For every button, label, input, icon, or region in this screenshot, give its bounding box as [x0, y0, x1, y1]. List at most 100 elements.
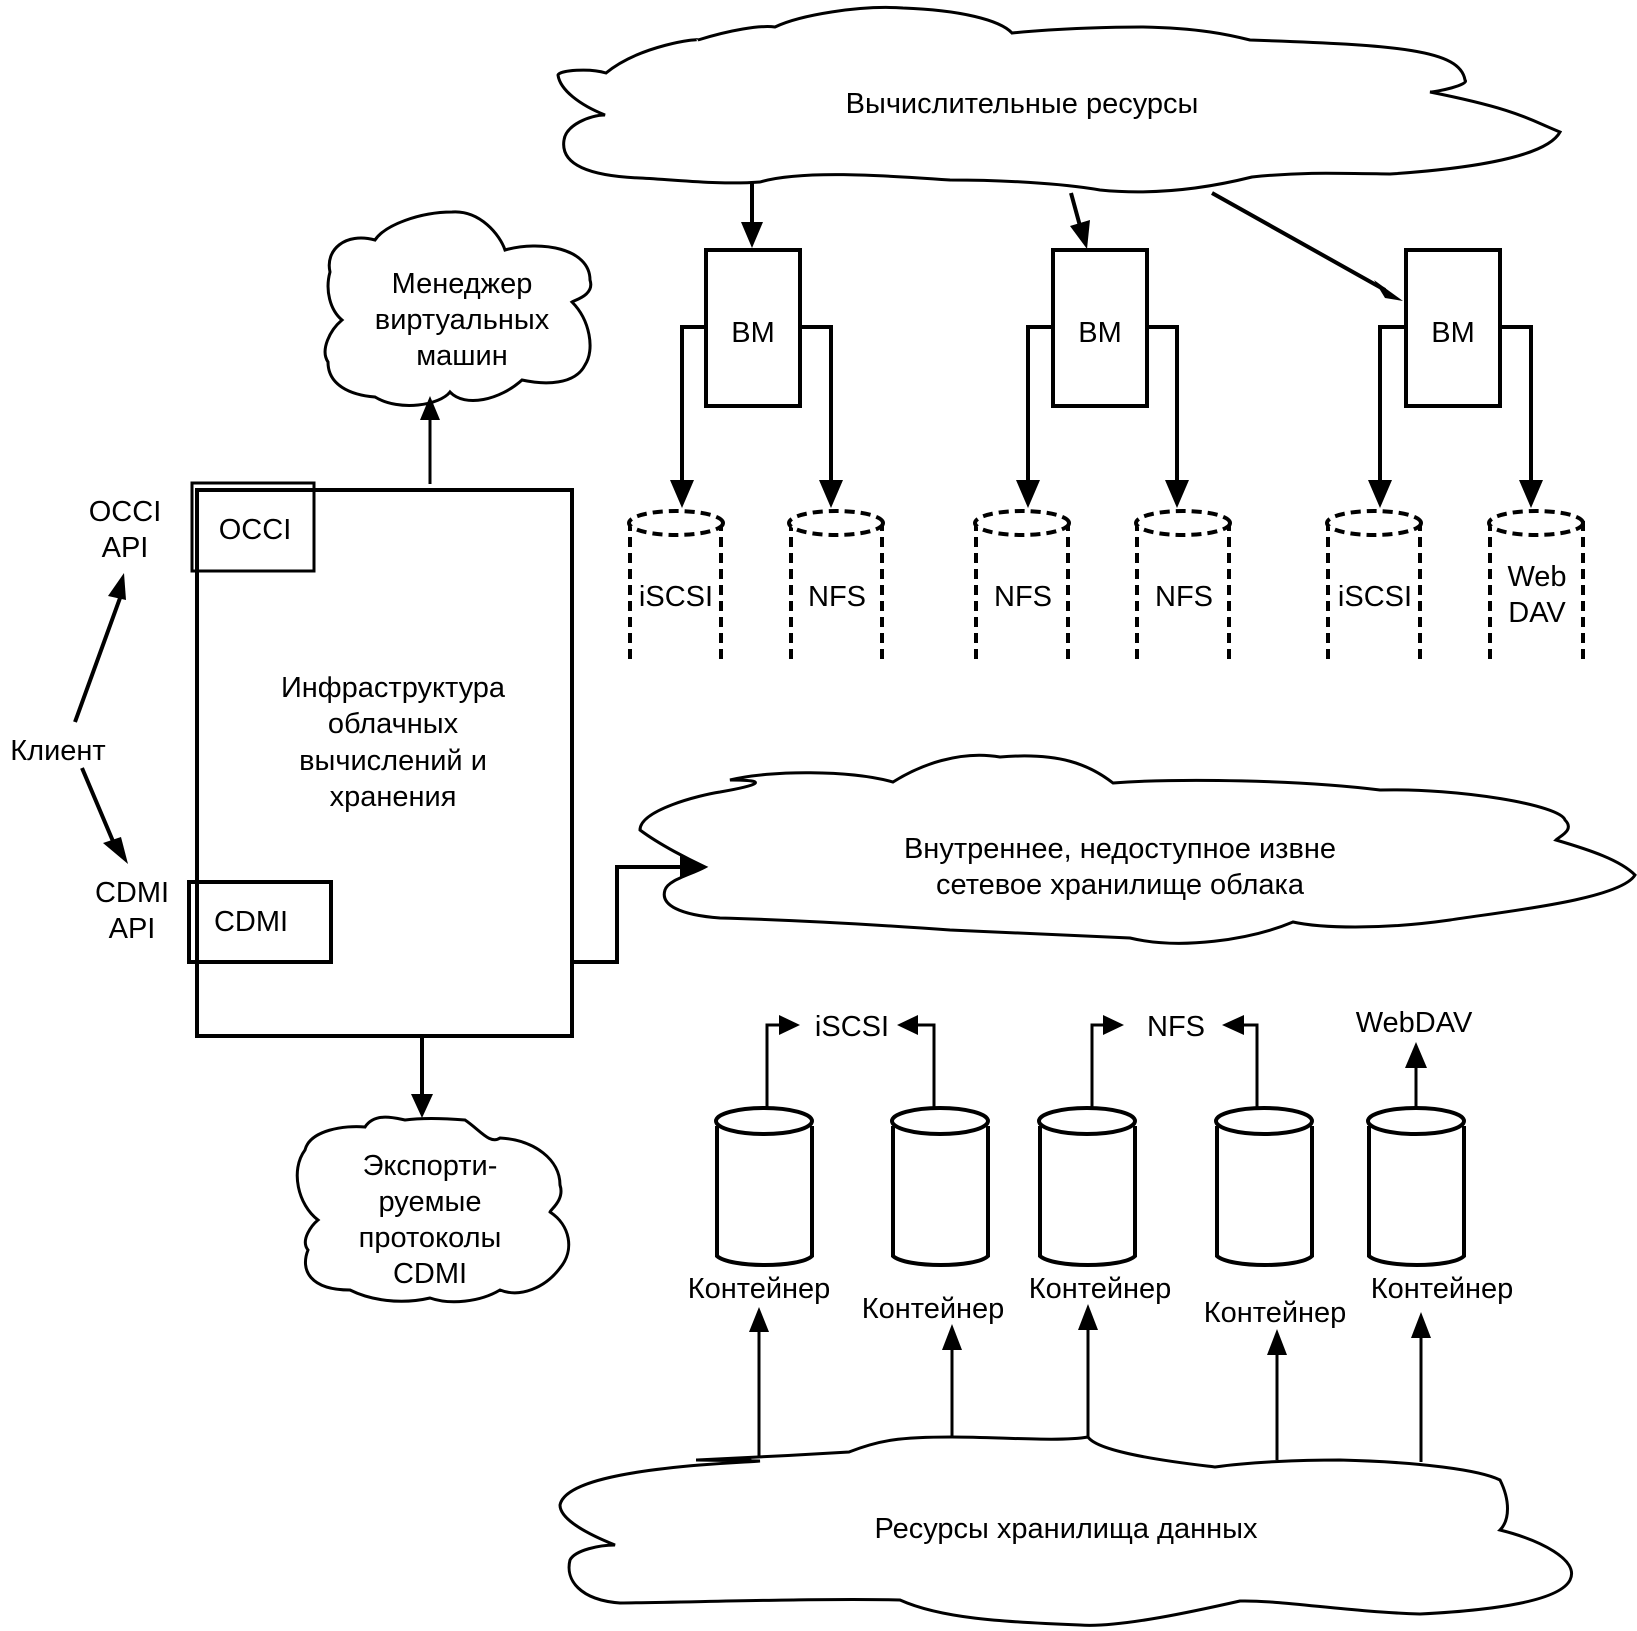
vm-manager-line: машин — [416, 340, 508, 372]
exported-protocols-cloud-shape — [295, 1115, 571, 1304]
arrowhead-infra-to-exported — [411, 1094, 433, 1118]
arrowhead — [1222, 1015, 1244, 1035]
infra-to-internal-storage-line — [572, 865, 680, 964]
containers: Контейнер Контейнер Контейнер Контейнер … — [688, 1106, 1513, 1329]
compute-resources-cloud: Вычислительные ресурсы — [556, 6, 1563, 194]
virtual-disk: iSCSI — [627, 509, 725, 662]
arrowhead — [749, 1307, 769, 1332]
arrowhead — [1519, 480, 1543, 508]
vm-manager-cloud-shape — [323, 210, 593, 407]
container-1[interactable]: Контейнер — [688, 1106, 831, 1305]
occi-api-label: OCCI — [89, 496, 162, 528]
infrastructure-rect[interactable] — [195, 488, 574, 1038]
arrow-line-compute-vm2 — [1069, 192, 1082, 227]
exported-protocols-cloud: Экспорти- руемые протоколы CDMI — [295, 1115, 571, 1304]
export-protocols: iSCSI NFS WebDAV — [815, 1007, 1473, 1043]
arrowhead-infra-to-internal-storage — [680, 856, 705, 878]
vm-manager-line: виртуальных — [375, 304, 550, 336]
container-5[interactable]: Контейнер — [1366, 1106, 1513, 1305]
vm-box[interactable] — [1051, 248, 1149, 408]
exported-protocols-line: руемые — [378, 1186, 481, 1218]
storage-resources-label: Ресурсы хранилища данных — [875, 1513, 1258, 1545]
cdmi-port[interactable]: CDMI — [187, 880, 333, 964]
arrow-line — [918, 1023, 936, 1108]
disk-protocol-label: iSCSI — [639, 581, 713, 613]
vm-group-1: ВМ iSCSI NFS — [627, 248, 885, 662]
export-protocol-nfs: NFS — [1147, 1011, 1205, 1043]
vm-group-2: ВМ NFS NFS — [973, 248, 1232, 662]
arrowhead-compute-vm1 — [741, 222, 763, 248]
container-label: Контейнер — [862, 1293, 1005, 1325]
client-label: Клиент — [10, 735, 105, 767]
container-4[interactable]: Контейнер — [1204, 1106, 1347, 1329]
arrowhead — [897, 1015, 918, 1035]
compute-resources-cloud-shape — [556, 6, 1563, 194]
vm-to-disk-line-right — [802, 325, 833, 488]
vm-to-disk-line-left — [680, 325, 706, 488]
arrow-line — [765, 1023, 780, 1108]
exported-protocols-line: протоколы — [359, 1222, 502, 1254]
arrowhead-client-to-occi — [108, 573, 126, 600]
arrowhead — [819, 480, 843, 508]
arrowhead — [1165, 480, 1189, 508]
occi-port-label: OCCI — [219, 514, 292, 546]
virtual-disk: Web DAV — [1487, 509, 1585, 662]
disk-protocol-label: DAV — [1508, 597, 1566, 629]
infrastructure-line: хранения — [330, 781, 457, 813]
arrowhead — [1103, 1015, 1124, 1035]
arrow-line — [1243, 1023, 1259, 1108]
arrowhead — [1405, 1042, 1427, 1068]
container-label: Контейнер — [1029, 1273, 1172, 1305]
cdmi-api-label: CDMI — [95, 877, 169, 909]
internal-storage-cloud: Внутреннее, недоступное извне сетевое хр… — [638, 753, 1637, 945]
arrowhead-compute-vm2 — [1070, 220, 1090, 249]
exported-protocols-line: Экспорти- — [363, 1150, 498, 1182]
occi-api-label: API — [102, 532, 149, 564]
virtual-disk: iSCSI — [1325, 509, 1423, 662]
vm-manager-line: Менеджер — [392, 268, 533, 300]
export-protocol-iscsi: iSCSI — [815, 1011, 889, 1043]
virtual-disk: NFS — [787, 509, 885, 662]
vm-box[interactable] — [704, 248, 802, 408]
container-label: Контейнер — [1204, 1297, 1347, 1329]
cdmi-api-label: API — [109, 913, 156, 945]
vm-label: ВМ — [1078, 317, 1122, 349]
arrowhead — [670, 480, 694, 508]
infrastructure-line: Инфраструктура — [281, 672, 506, 704]
arrowhead — [779, 1015, 800, 1035]
client-to-cdmi-line — [80, 767, 117, 847]
vm-label: ВМ — [731, 317, 775, 349]
vm-to-disk-line-right — [1502, 325, 1533, 488]
container-export-arrows — [765, 1015, 1427, 1108]
internal-storage-cloud-shape — [638, 753, 1637, 945]
storage-resources-cloud: Ресурсы хранилища данных — [558, 1435, 1574, 1627]
vm-to-disk-line-left — [1026, 325, 1053, 488]
infrastructure-line: облачных — [328, 708, 459, 740]
internal-storage-line: сетевое хранилище облака — [936, 869, 1305, 901]
compute-resources-label: Вычислительные ресурсы — [846, 88, 1199, 120]
arrowhead — [1411, 1312, 1431, 1338]
container-3[interactable]: Контейнер — [1029, 1106, 1172, 1305]
infrastructure-box: Инфраструктура облачных вычислений и хра… — [187, 481, 574, 1038]
export-protocol-webdav: WebDAV — [1356, 1007, 1473, 1039]
occi-port[interactable]: OCCI — [190, 481, 316, 573]
vm-group-3: ВМ iSCSI Web DAV — [1325, 248, 1585, 662]
client-to-occi-line — [73, 597, 122, 723]
arrowhead-client-to-cdmi — [103, 837, 128, 864]
arrowhead — [1267, 1329, 1287, 1355]
vm-manager-cloud: Менеджер виртуальных машин — [323, 210, 593, 407]
virtual-disk: NFS — [973, 509, 1071, 662]
vm-to-disk-line-right — [1149, 325, 1179, 488]
vm-to-disk-line-left — [1378, 325, 1406, 488]
storage-to-container-arrows — [749, 1304, 1431, 1462]
arrowhead — [1368, 480, 1392, 508]
vm-label: ВМ — [1431, 317, 1475, 349]
cdmi-port-label: CDMI — [214, 906, 288, 938]
infrastructure-line: вычислений и — [299, 745, 487, 777]
arrowhead — [1078, 1304, 1098, 1330]
disk-protocol-label: NFS — [1155, 581, 1213, 613]
container-2[interactable]: Контейнер — [862, 1106, 1005, 1325]
arrowhead-compute-vm3 — [1374, 280, 1403, 301]
arrow-line-compute-vm3 — [1211, 191, 1386, 292]
